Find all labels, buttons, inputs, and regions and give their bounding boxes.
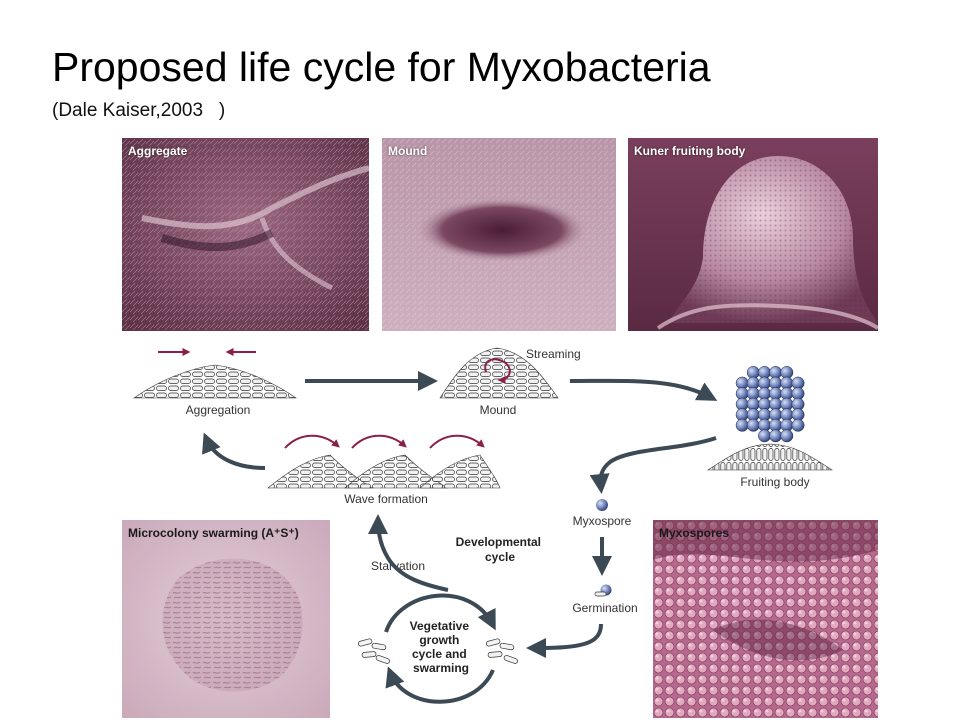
arrow-germination-to-vegetative: [526, 623, 603, 658]
spore-sphere: [769, 429, 783, 443]
arrow-wave-to-aggregation: [202, 432, 266, 470]
fruiting-body: [707, 366, 833, 471]
wave-arrow-3: [429, 434, 485, 449]
myxospore-icon: [596, 499, 608, 511]
spore-sphere: [780, 429, 794, 443]
spore-sphere: [758, 429, 771, 443]
label-mound: Mound: [480, 403, 517, 417]
vegetative-line-2: growth: [419, 633, 459, 647]
slide-subtitle: (Dale Kaiser,2003 ): [52, 100, 226, 121]
streaming-arrow: [484, 358, 511, 384]
wave-formation-cells: [267, 454, 501, 489]
label-fruiting-body: Fruiting body: [740, 475, 809, 489]
photo-myxospores: Myxospores: [653, 520, 878, 718]
slide-title: Proposed life cycle for Myxobacteria: [52, 44, 711, 90]
spore-sphere: [746, 418, 760, 432]
arrow-mound-to-fruiting-body: [569, 378, 718, 401]
label-vegetative-cycle: Vegetative growth cycle and swarming: [410, 619, 473, 675]
label-myxospore: Myxospore: [573, 514, 632, 528]
vegetative-line-3: cycle and: [412, 647, 467, 661]
label-germination: Germination: [572, 601, 637, 615]
vegetative-line-1: Vegetative: [410, 619, 470, 633]
arrow-starvation-to-wave: [368, 514, 449, 592]
vegetative-cycle-arrow-top: [384, 593, 496, 633]
photo-aggregate: Aggregate: [122, 138, 369, 331]
vegetative-cells-left: [357, 638, 390, 664]
label-developmental-cycle: Developmental cycle: [456, 535, 545, 564]
photo-label-microcolony: Microcolony swarming (A⁺S⁺): [128, 526, 299, 540]
vegetative-line-4: swarming: [413, 661, 469, 675]
germinating-spore-icon: [594, 584, 612, 597]
photo-mound: Mound: [382, 138, 616, 331]
wave-arrow-2: [351, 434, 407, 449]
developmental-line-2: cycle: [485, 550, 515, 564]
arrow-fruiting-body-to-myxospore: [589, 436, 717, 494]
photo-microcolony-swarming: Microcolony swarming (A⁺S⁺): [122, 520, 330, 718]
aggregation-cells: [133, 364, 297, 399]
label-streaming: Streaming: [526, 347, 581, 361]
label-aggregation: Aggregation: [186, 403, 251, 417]
vegetative-cells-right: [485, 638, 518, 664]
photo-label-aggregate: Aggregate: [128, 144, 188, 158]
label-starvation: Starvation: [371, 559, 425, 573]
vegetative-cycle-arrow-bottom: [385, 666, 495, 704]
spore-sphere: [791, 418, 805, 432]
photo-kuner-fruiting-body: Kuner fruiting body: [628, 138, 878, 331]
wave-arrow-1: [284, 434, 340, 449]
photo-label-mound: Mound: [388, 144, 428, 158]
spore-sphere: [735, 418, 749, 432]
label-wave-formation: Wave formation: [344, 492, 428, 506]
photo-label-myxospores: Myxospores: [659, 526, 730, 540]
mound-cells: [439, 347, 559, 399]
developmental-line-1: Developmental: [456, 535, 541, 549]
photo-label-kuner: Kuner fruiting body: [634, 144, 746, 158]
